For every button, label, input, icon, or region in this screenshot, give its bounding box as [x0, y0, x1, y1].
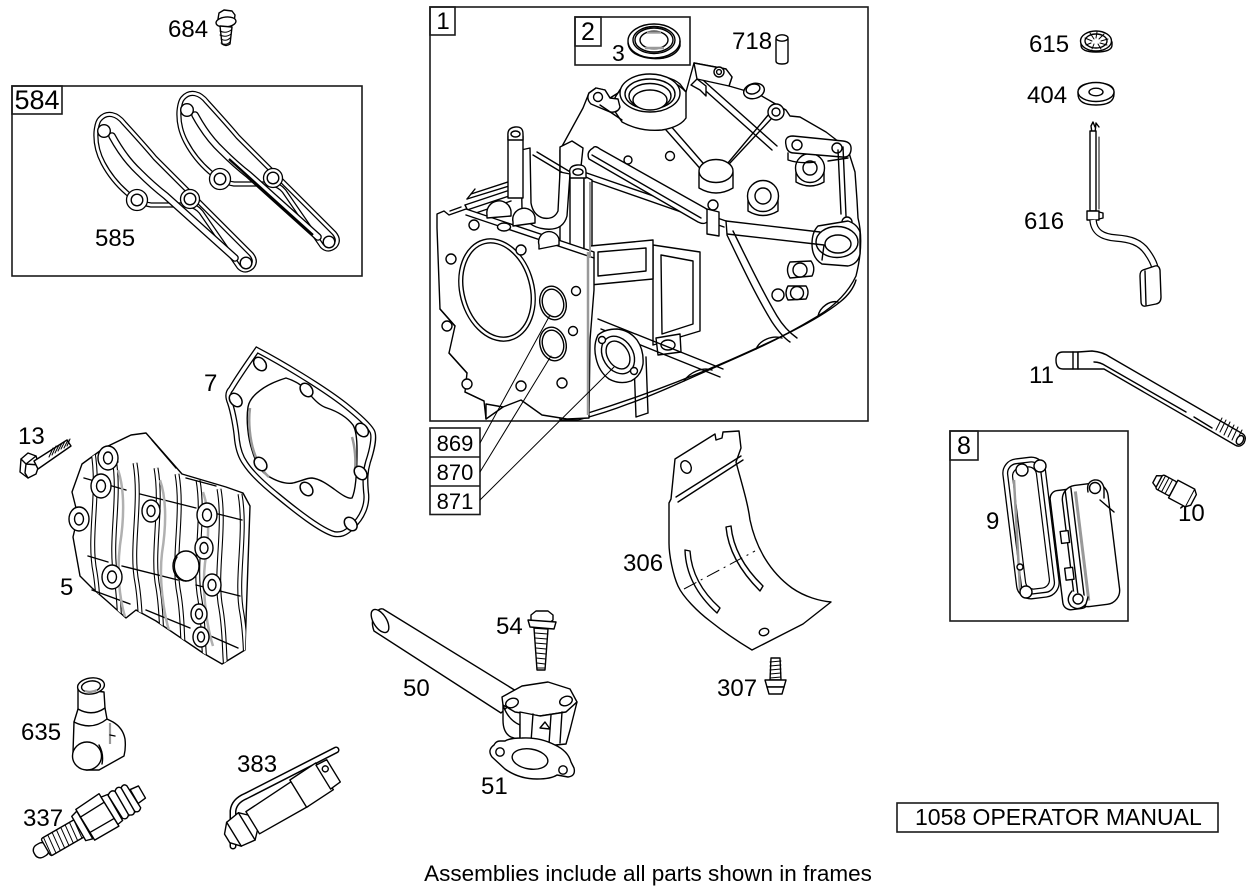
svg-text:5: 5 — [60, 574, 73, 601]
svg-text:635: 635 — [21, 719, 61, 746]
svg-text:718: 718 — [732, 28, 772, 55]
svg-text:404: 404 — [1027, 82, 1067, 109]
svg-text:Assemblies include all parts s: Assemblies include all parts shown in fr… — [424, 861, 872, 886]
svg-text:870: 870 — [437, 460, 474, 485]
svg-text:11: 11 — [1029, 362, 1054, 389]
svg-text:2: 2 — [581, 18, 595, 46]
svg-text:3: 3 — [612, 40, 625, 66]
svg-text:871: 871 — [437, 489, 474, 514]
svg-text:337: 337 — [23, 805, 63, 832]
svg-text:7: 7 — [204, 370, 217, 397]
svg-text:1058 OPERATOR MANUAL: 1058 OPERATOR MANUAL — [915, 804, 1202, 830]
svg-text:584: 584 — [14, 85, 59, 115]
svg-text:616: 616 — [1024, 208, 1064, 235]
svg-text:684: 684 — [168, 16, 208, 43]
svg-text:13: 13 — [18, 423, 45, 450]
svg-text:1: 1 — [436, 8, 449, 35]
svg-text:50: 50 — [403, 675, 430, 702]
svg-text:307: 307 — [717, 675, 757, 702]
svg-text:615: 615 — [1029, 31, 1069, 58]
svg-text:9: 9 — [986, 508, 999, 535]
svg-text:54: 54 — [496, 613, 523, 640]
svg-text:8: 8 — [957, 432, 971, 460]
svg-text:869: 869 — [437, 431, 474, 456]
svg-text:51: 51 — [481, 773, 508, 800]
svg-text:585: 585 — [95, 225, 135, 252]
svg-text:383: 383 — [237, 751, 277, 778]
svg-text:306: 306 — [623, 550, 663, 577]
